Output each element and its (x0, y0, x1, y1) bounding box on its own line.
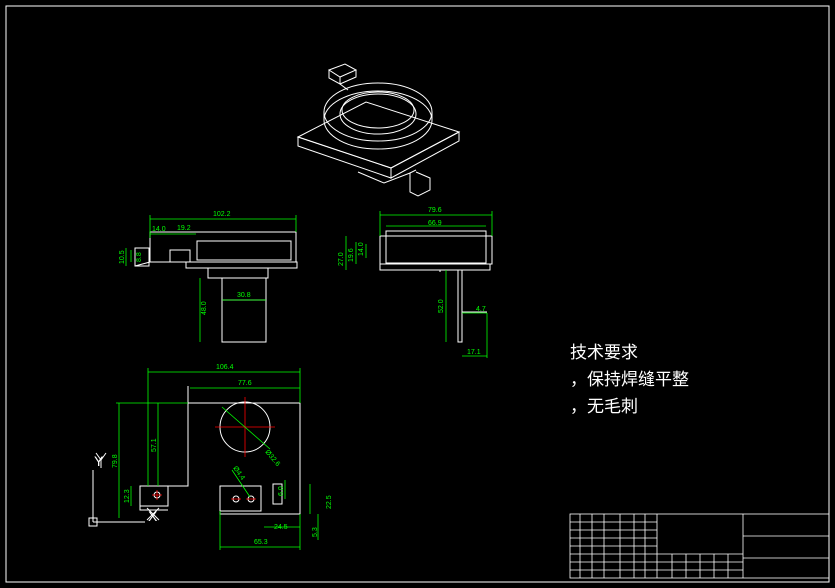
ucs-icon (88, 452, 160, 527)
dim-hole-dia: Ø4.4 (231, 465, 245, 482)
drawing-frame (5, 5, 830, 583)
dim-front-stem-w: 30.8 (237, 292, 251, 299)
dim-side-leg: 52.0 (438, 299, 445, 313)
dim-top-slot: 12.3 (124, 489, 131, 503)
tech-req-item-2: ，无毛刺 (570, 397, 638, 417)
dim-side-inner: 66.9 (428, 220, 442, 227)
front-view (134, 231, 298, 343)
dim-front-h1: 10.5 (119, 250, 126, 264)
dim-side-outer: 79.6 (428, 207, 442, 214)
dim-hole-small: 5.3 (312, 527, 319, 537)
dim-front-mid: 19.2 (177, 225, 191, 232)
title-block (569, 513, 830, 579)
dim-front-left: 14.0 (152, 226, 166, 233)
isometric-view (296, 63, 461, 197)
dim-side-foot: 17.1 (467, 349, 481, 356)
side-view-dimensions (345, 211, 493, 358)
front-view-dimensions (125, 215, 297, 342)
side-view (379, 230, 493, 343)
top-view-dimensions (116, 368, 319, 550)
tech-req-title: 技术要求 (570, 343, 638, 363)
dim-front-h2: 8.8 (136, 252, 143, 262)
top-view-centerlines (152, 397, 275, 500)
dim-hole-off: 6.0 (278, 486, 285, 496)
dim-top-inner: 77.6 (238, 380, 252, 387)
dim-side-h1: 27.0 (338, 252, 345, 266)
top-view (139, 386, 301, 515)
dim-circle-dia: Ø32.6 (263, 449, 281, 468)
dim-top-width: 106.4 (216, 364, 234, 371)
dim-front-stem-h: 48.0 (201, 301, 208, 315)
dim-side-tab: 4.7 (476, 306, 486, 313)
tech-req-item-1: ，保持焊缝平整 (570, 370, 689, 390)
dim-front-width: 102.2 (213, 211, 231, 218)
dim-top-depth: 57.1 (151, 438, 158, 452)
technical-requirements: 技术要求 ，保持焊缝平整 ，无毛刺 (570, 340, 689, 421)
dim-side-h2: 19.6 (348, 248, 355, 262)
dim-base-width: 65.3 (254, 539, 268, 546)
dim-hole-right: 22.5 (326, 495, 333, 509)
dim-top-height: 79.8 (112, 454, 119, 468)
dim-hole-span: 24.5 (274, 524, 288, 531)
dim-side-h3: 14.0 (358, 242, 365, 256)
